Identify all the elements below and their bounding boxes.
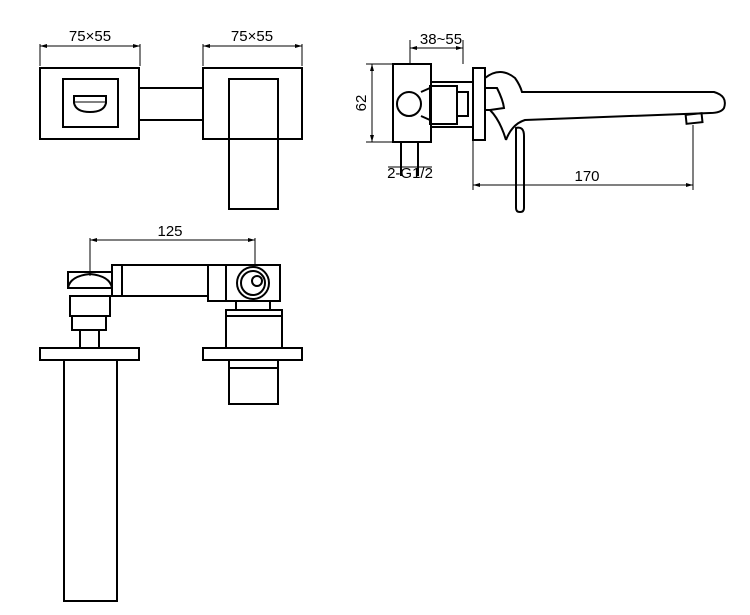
mixer-valve-body bbox=[207, 264, 281, 302]
valve-ring-inner bbox=[240, 270, 266, 296]
dimension-thread: 2-G1/2 bbox=[387, 165, 433, 182]
spout-outlet-frame bbox=[62, 78, 119, 128]
dimension-body-height: 62 bbox=[353, 63, 392, 143]
spout-body bbox=[484, 71, 726, 141]
spout-flange bbox=[472, 67, 486, 141]
handle-bottom bbox=[228, 367, 279, 405]
dimension-right-plate: 75×55 bbox=[202, 28, 303, 66]
side-view: 38~55 62 2-G1/2 bbox=[353, 31, 726, 214]
valve-core bbox=[251, 275, 263, 287]
right-cover-plate bbox=[202, 67, 303, 140]
right-plate-dimension-label: 75×55 bbox=[231, 28, 273, 45]
body-height-label: 62 bbox=[353, 95, 370, 112]
dimension-left-plate: 75×55 bbox=[39, 28, 141, 66]
cartridge-knob bbox=[396, 91, 422, 117]
aerator bbox=[684, 112, 704, 125]
top-view: 125 bbox=[39, 223, 303, 602]
dimension-wall-depth: 38~55 bbox=[409, 31, 464, 64]
handle-side bbox=[515, 126, 525, 214]
handle-lever bbox=[228, 78, 279, 210]
left-plate-dimension-label: 75×55 bbox=[69, 28, 111, 45]
spout-outlet-long bbox=[63, 359, 118, 602]
mixer-body bbox=[392, 63, 432, 143]
left-flange-plate bbox=[39, 347, 140, 361]
spout-outlet bbox=[73, 95, 107, 114]
valve-ring-outer bbox=[236, 266, 270, 300]
spout-reach-label: 170 bbox=[574, 168, 599, 185]
left-cover-plate bbox=[39, 67, 140, 140]
dimension-center-distance: 125 bbox=[89, 223, 256, 276]
front-view: 75×55 75×55 bbox=[39, 28, 303, 210]
center-distance-label: 125 bbox=[157, 223, 182, 240]
right-flange-plate bbox=[202, 347, 303, 361]
spout-joint bbox=[69, 295, 111, 317]
thread-label: 2-G1/2 bbox=[387, 165, 433, 182]
connecting-pipe bbox=[111, 264, 209, 297]
wall-depth-label: 38~55 bbox=[420, 31, 462, 48]
dimension-spout-reach: 170 bbox=[472, 125, 694, 190]
